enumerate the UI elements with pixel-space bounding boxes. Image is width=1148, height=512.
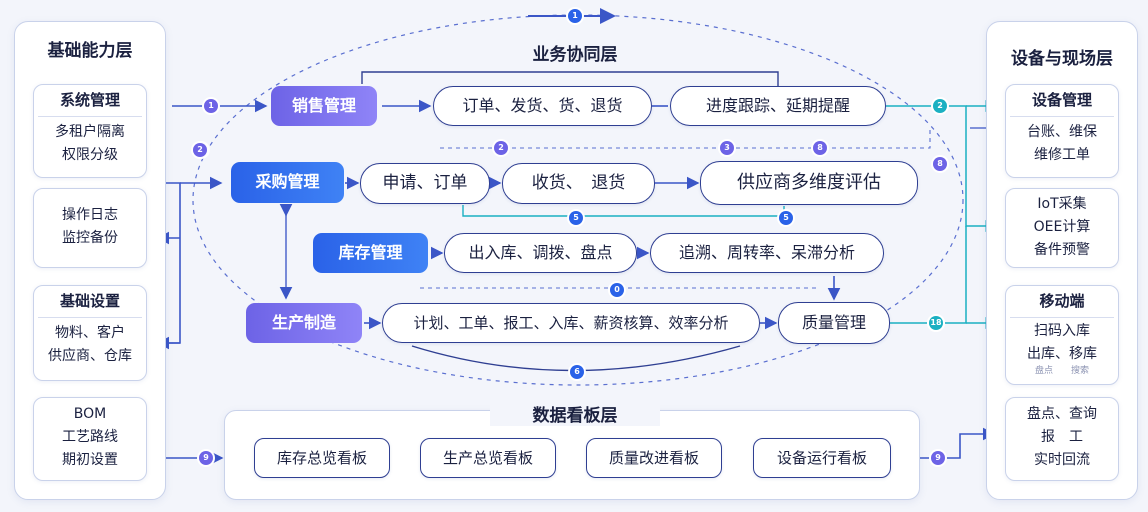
bom-line-1: BOM — [73, 406, 107, 422]
dashboard-production[interactable]: 生产总览看板 — [420, 438, 556, 478]
mobile-title: 移动端 — [1010, 286, 1114, 318]
dashboard-quality[interactable]: 质量改进看板 — [586, 438, 722, 478]
basic-line-2: 供应商、仓库 — [48, 348, 132, 364]
dashboard-layer-title: 数据看板层 — [490, 401, 660, 426]
business-layer-title: 业务协同层 — [532, 45, 618, 65]
mobile-small-2: 搜索 — [1071, 366, 1090, 376]
mobile-small-1: 盘点 — [1034, 366, 1053, 376]
mobile-line-2: 出库、移库 — [1027, 346, 1097, 362]
log-line-1: 操作日志 — [62, 207, 118, 223]
equipment-layer-title: 设备与现场层 — [1011, 49, 1113, 69]
bom-line-3: 期初设置 — [62, 452, 118, 468]
system-line-1: 多租户隔离 — [55, 124, 125, 140]
purchase-receipt-node[interactable]: 收货、 退货 — [502, 163, 655, 204]
production-process-node[interactable]: 计划、工单、报工、入库、薪资核算、效率分析 — [382, 303, 760, 343]
operation-log-card[interactable]: 操作日志 监控备份 — [33, 188, 147, 268]
system-management-title: 系统管理 — [38, 85, 142, 117]
system-management-card[interactable]: 系统管理 多租户隔离 权限分级 — [33, 84, 147, 178]
step-badge: 1 — [204, 99, 218, 113]
sales-tracking-node[interactable]: 进度跟踪、延期提醒 — [670, 86, 886, 126]
iot-line-2: OEE计算 — [1033, 219, 1091, 235]
iot-line-1: IoT采集 — [1037, 196, 1087, 212]
inventory-management-module[interactable]: 库存管理 — [313, 233, 428, 273]
dashboard-inventory[interactable]: 库存总览看板 — [254, 438, 390, 478]
inventory-ops-node[interactable]: 出入库、调拨、盘点 — [444, 233, 637, 273]
equip-line-2: 维修工单 — [1034, 147, 1090, 163]
equip-line-1: 台账、维保 — [1027, 124, 1097, 140]
purchase-management-module[interactable]: 采购管理 — [231, 162, 344, 203]
foundation-layer-title: 基础能力层 — [47, 41, 133, 61]
step-badge: 9 — [199, 451, 213, 465]
sales-management-module[interactable]: 销售管理 — [271, 86, 377, 126]
step-badge: 2 — [193, 143, 207, 157]
cycle-loop — [192, 14, 964, 386]
quality-management-node[interactable]: 质量管理 — [778, 302, 890, 344]
step-badge: 2 — [933, 99, 947, 113]
field-ops-card[interactable]: 盘点、查询 报 工 实时回流 — [1005, 397, 1119, 481]
basic-settings-title: 基础设置 — [38, 286, 142, 318]
step-badge: 9 — [931, 451, 945, 465]
step-badge: 5 — [779, 211, 793, 225]
mobile-card[interactable]: 移动端 扫码入库 出库、移库 盘点 搜索 — [1005, 285, 1119, 385]
bom-card[interactable]: BOM 工艺路线 期初设置 — [33, 397, 147, 481]
system-line-2: 权限分级 — [62, 147, 118, 163]
basic-line-1: 物料、客户 — [55, 325, 125, 341]
supplier-evaluation-node[interactable]: 供应商多维度评估 — [700, 161, 918, 205]
field-line-2: 报 工 — [1041, 429, 1083, 445]
step-badge: 18 — [929, 316, 943, 330]
inventory-analysis-node[interactable]: 追溯、周转率、呆滞分析 — [650, 233, 884, 273]
bom-line-2: 工艺路线 — [62, 429, 118, 445]
step-badge: 1 — [568, 9, 582, 23]
mobile-line-1: 扫码入库 — [1034, 323, 1090, 339]
field-line-1: 盘点、查询 — [1027, 406, 1097, 422]
purchase-request-node[interactable]: 申请、订单 — [360, 163, 490, 204]
step-badge: 3 — [720, 141, 734, 155]
dashboard-equipment[interactable]: 设备运行看板 — [753, 438, 891, 478]
step-badge: 6 — [570, 365, 584, 379]
step-badge: 8 — [813, 141, 827, 155]
equipment-management-title: 设备管理 — [1010, 85, 1114, 117]
step-badge: 0 — [610, 283, 624, 297]
production-module[interactable]: 生产制造 — [246, 303, 362, 343]
step-badge: 8 — [933, 157, 947, 171]
equipment-management-card[interactable]: 设备管理 台账、维保 维修工单 — [1005, 84, 1119, 178]
iot-card[interactable]: IoT采集 OEE计算 备件预警 — [1005, 188, 1119, 268]
iot-line-3: 备件预警 — [1034, 242, 1090, 258]
log-line-2: 监控备份 — [62, 230, 118, 246]
step-badge: 5 — [569, 211, 583, 225]
sales-orders-node[interactable]: 订单、发货、货、退货 — [433, 86, 652, 126]
basic-settings-card[interactable]: 基础设置 物料、客户 供应商、仓库 — [33, 285, 147, 381]
field-line-3: 实时回流 — [1034, 452, 1090, 468]
step-badge: 2 — [494, 141, 508, 155]
